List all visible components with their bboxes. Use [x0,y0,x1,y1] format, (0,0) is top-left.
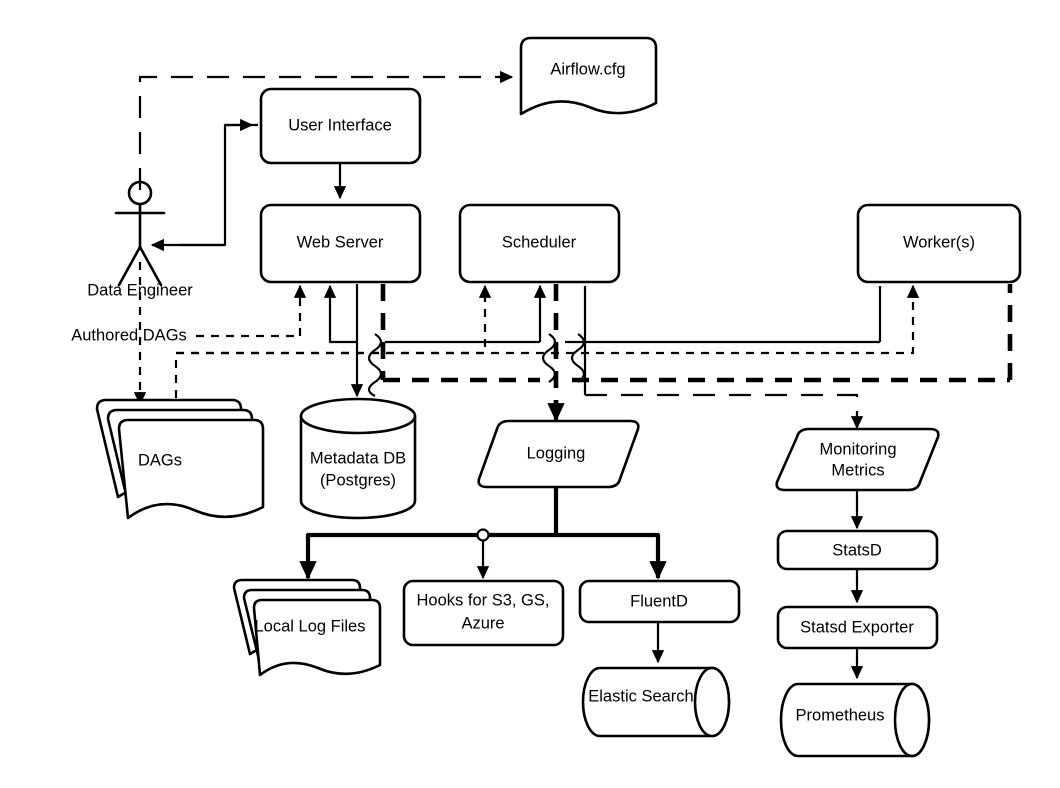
hooks-label-line2: Azure [461,614,504,632]
workers-label: Worker(s) [903,233,975,251]
authored-dags-label: Authored DAGs [71,326,187,344]
scheduler-label: Scheduler [502,233,577,251]
node-fluentd[interactable]: FluentD [578,579,741,624]
dags-label: DAGs [138,451,182,469]
edge-to-monitoring-metrics [583,342,864,430]
edge-engineer-to-airflowcfg [138,70,514,190]
edge-dags-to-workers [176,284,920,355]
node-elastic-search[interactable]: Elastic Search [581,666,731,738]
edge-logging-fanout [299,487,667,580]
fluentd-label: FluentD [630,592,688,610]
node-web-server[interactable]: Web Server [259,203,422,284]
web-server-label: Web Server [297,233,384,251]
prometheus-label: Prometheus [796,706,885,724]
node-hooks[interactable]: Hooks for S3, GS, Azure [402,579,565,647]
airflow-cfg-label: Airflow.cfg [550,60,625,78]
data-engineer-label: Data Engineer [87,281,193,299]
edge-metadata-bus [385,284,882,344]
node-metadata-db[interactable]: Metadata DB (Postgres) [299,397,417,520]
node-dags[interactable]: DAGs [95,398,265,520]
local-log-files-label: Local Log Files [255,617,366,635]
monitoring-metrics-label-line2: Metrics [831,461,884,479]
node-local-log-files[interactable]: Local Log Files [232,578,382,677]
hooks-label-line1: Hooks for S3, GS, [417,591,550,609]
edge-engineer-to-ui [180,118,254,247]
node-statsd[interactable]: StatsD [776,529,939,571]
edge-dags-to-webserver [196,284,307,338]
statsd-exporter-label: Statsd Exporter [800,618,914,636]
node-statsd-exporter[interactable]: Statsd Exporter [776,605,939,650]
node-airflow-cfg[interactable]: Airflow.cfg [519,36,658,116]
edge-metadatadb-to-webserver [323,284,357,344]
node-user-interface[interactable]: User Interface [259,87,422,165]
node-scheduler[interactable]: Scheduler [458,203,621,284]
edge-webserver-to-logging-bus [380,284,1013,383]
monitoring-metrics-label-line1: Monitoring [819,440,896,458]
line-hop-crossings [367,333,586,397]
statsd-label: StatsD [832,541,882,559]
logging-label: Logging [527,444,586,462]
edge-ui-to-engineer [150,123,258,252]
node-prometheus[interactable]: Prometheus [779,682,931,758]
metadata-db-label-line1: Metadata DB [310,449,406,467]
metadata-db-label-line2: (Postgres) [320,471,396,489]
node-logging[interactable]: Logging [477,419,640,489]
elastic-search-label: Elastic Search [588,687,693,705]
node-monitoring-metrics[interactable]: Monitoring Metrics [775,427,940,492]
node-workers[interactable]: Worker(s) [856,203,1022,284]
node-data-engineer[interactable]: Data Engineer [87,180,193,299]
user-interface-label: User Interface [288,116,392,134]
